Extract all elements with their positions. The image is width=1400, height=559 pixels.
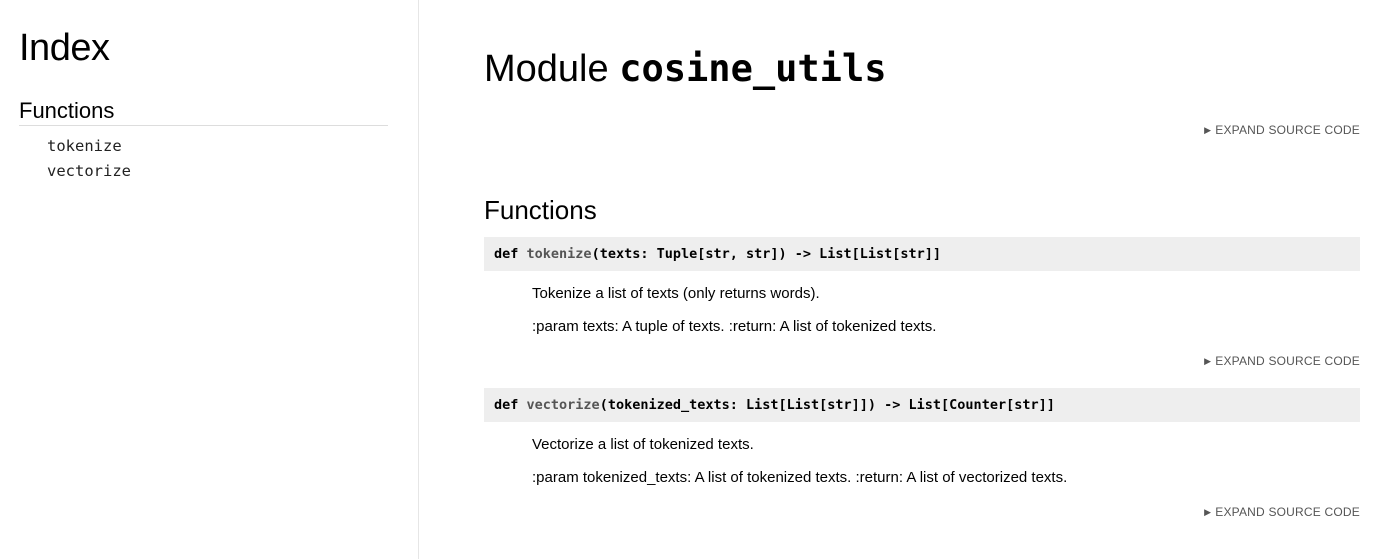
sidebar-function-list: tokenize vectorize (47, 134, 131, 184)
triangle-right-icon: ▶ (1204, 507, 1212, 517)
function-params: (texts: Tuple[str, str]) -> List[List[st… (591, 246, 942, 262)
expand-source-label: EXPAND SOURCE CODE (1215, 505, 1360, 519)
index-title: Index (19, 27, 110, 69)
sidebar-item-tokenize[interactable]: tokenize (47, 137, 122, 155)
expand-source-button-module[interactable]: ▶EXPAND SOURCE CODE (1204, 123, 1360, 137)
function-name[interactable]: tokenize (526, 246, 592, 262)
docstring-summary: Tokenize a list of texts (only returns w… (532, 285, 820, 302)
module-name: cosine_utils (619, 47, 887, 90)
expand-source-button-vectorize[interactable]: ▶EXPAND SOURCE CODE (1204, 505, 1360, 519)
expand-source-label: EXPAND SOURCE CODE (1215, 354, 1360, 368)
expand-source-label: EXPAND SOURCE CODE (1215, 123, 1360, 137)
def-keyword: def (494, 397, 519, 413)
title-prefix: Module (484, 48, 609, 90)
main-content: Module cosine_utils ▶EXPAND SOURCE CODE … (484, 0, 1360, 559)
triangle-right-icon: ▶ (1204, 125, 1212, 135)
function-params: (tokenized_texts: List[List[str]]) -> Li… (599, 397, 1055, 413)
function-name[interactable]: vectorize (526, 397, 600, 413)
def-keyword: def (494, 246, 519, 262)
page-title: Module cosine_utils (484, 44, 887, 94)
sidebar: Index Functions tokenize vectorize (0, 0, 419, 559)
function-signature-vectorize: def vectorize(tokenized_texts: List[List… (484, 388, 1360, 422)
triangle-right-icon: ▶ (1204, 356, 1212, 366)
function-signature-tokenize: def tokenize(texts: Tuple[str, str]) -> … (484, 237, 1360, 271)
docstring-params: :param texts: A tuple of texts. :return:… (532, 318, 937, 335)
docstring-summary: Vectorize a list of tokenized texts. (532, 436, 754, 453)
docstring-params: :param tokenized_texts: A list of tokeni… (532, 469, 1068, 486)
expand-source-button-tokenize[interactable]: ▶EXPAND SOURCE CODE (1204, 354, 1360, 368)
functions-section-title: Functions (484, 195, 597, 225)
sidebar-item-vectorize[interactable]: vectorize (47, 162, 131, 180)
sidebar-section-functions: Functions (19, 98, 388, 126)
